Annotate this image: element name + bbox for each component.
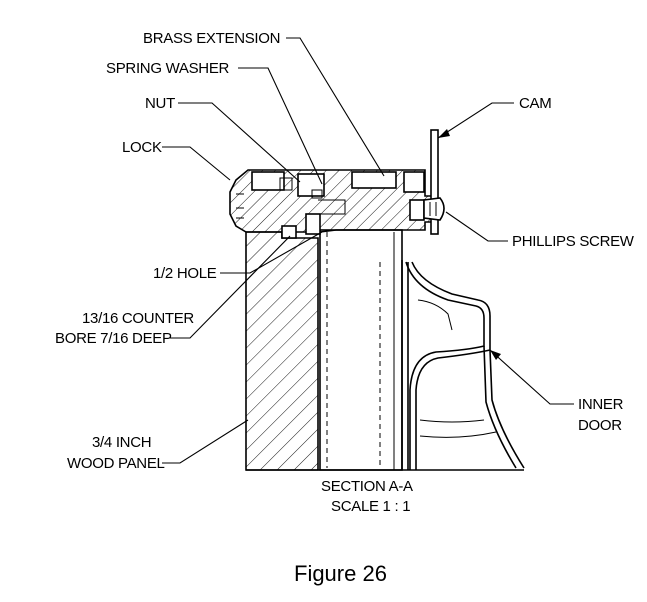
label-wood-panel-line1: 3/4 INCH <box>92 434 151 451</box>
section-title: SECTION A-A <box>321 478 413 495</box>
bore <box>319 229 403 471</box>
phillips-screw <box>423 197 445 221</box>
label-spring-washer: SPRING WASHER <box>106 60 230 77</box>
label-counter-bore-line2: BORE 7/16 DEEP <box>55 330 172 347</box>
label-nut: NUT <box>145 95 175 112</box>
label-phillips-screw: PHILLIPS SCREW <box>512 233 635 250</box>
label-brass-extension: BRASS EXTENSION <box>143 30 280 47</box>
section-scale: SCALE 1 : 1 <box>331 498 410 515</box>
inner-door <box>246 260 525 471</box>
label-half-hole: 1/2 HOLE <box>153 265 217 282</box>
lock-body <box>229 169 435 233</box>
wood-panel <box>245 231 319 471</box>
label-cam: CAM <box>519 95 551 112</box>
label-wood-panel-line2: WOOD PANEL <box>67 455 165 472</box>
label-counter-bore-line1: 13/16 COUNTER <box>82 310 194 327</box>
leader-lines <box>162 37 574 464</box>
label-inner-door-line2: DOOR <box>578 417 622 434</box>
label-lock: LOCK <box>122 139 162 156</box>
label-inner-door-line1: INNER <box>578 396 624 413</box>
figure-caption: Figure 26 <box>294 561 387 586</box>
callout-labels: BRASS EXTENSION SPRING WASHER NUT LOCK C… <box>55 30 635 515</box>
cam <box>430 129 439 235</box>
counter-bore <box>281 213 321 239</box>
